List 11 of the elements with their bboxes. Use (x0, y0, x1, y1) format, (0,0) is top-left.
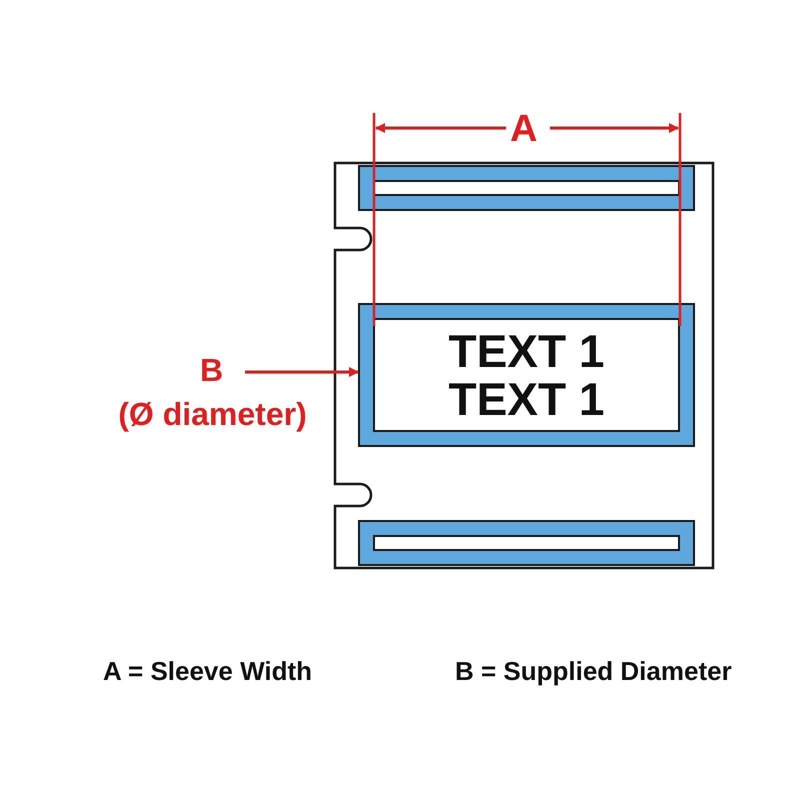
leader-arrow (245, 367, 359, 377)
dimension-note: (Ø diameter) (118, 395, 307, 434)
legend-text: A = Sleeve Width (103, 656, 312, 687)
legend-text: B = Supplied Diameter (455, 656, 732, 687)
sleeve-label (358, 303, 695, 447)
sleeve-label (358, 165, 695, 211)
dimension-letter: A (510, 108, 538, 151)
dimension-letter: B (200, 351, 224, 390)
sleeve-label (358, 520, 695, 566)
label-text: TEXT 1 (448, 327, 604, 375)
label-text: TEXT 1 (448, 375, 604, 423)
